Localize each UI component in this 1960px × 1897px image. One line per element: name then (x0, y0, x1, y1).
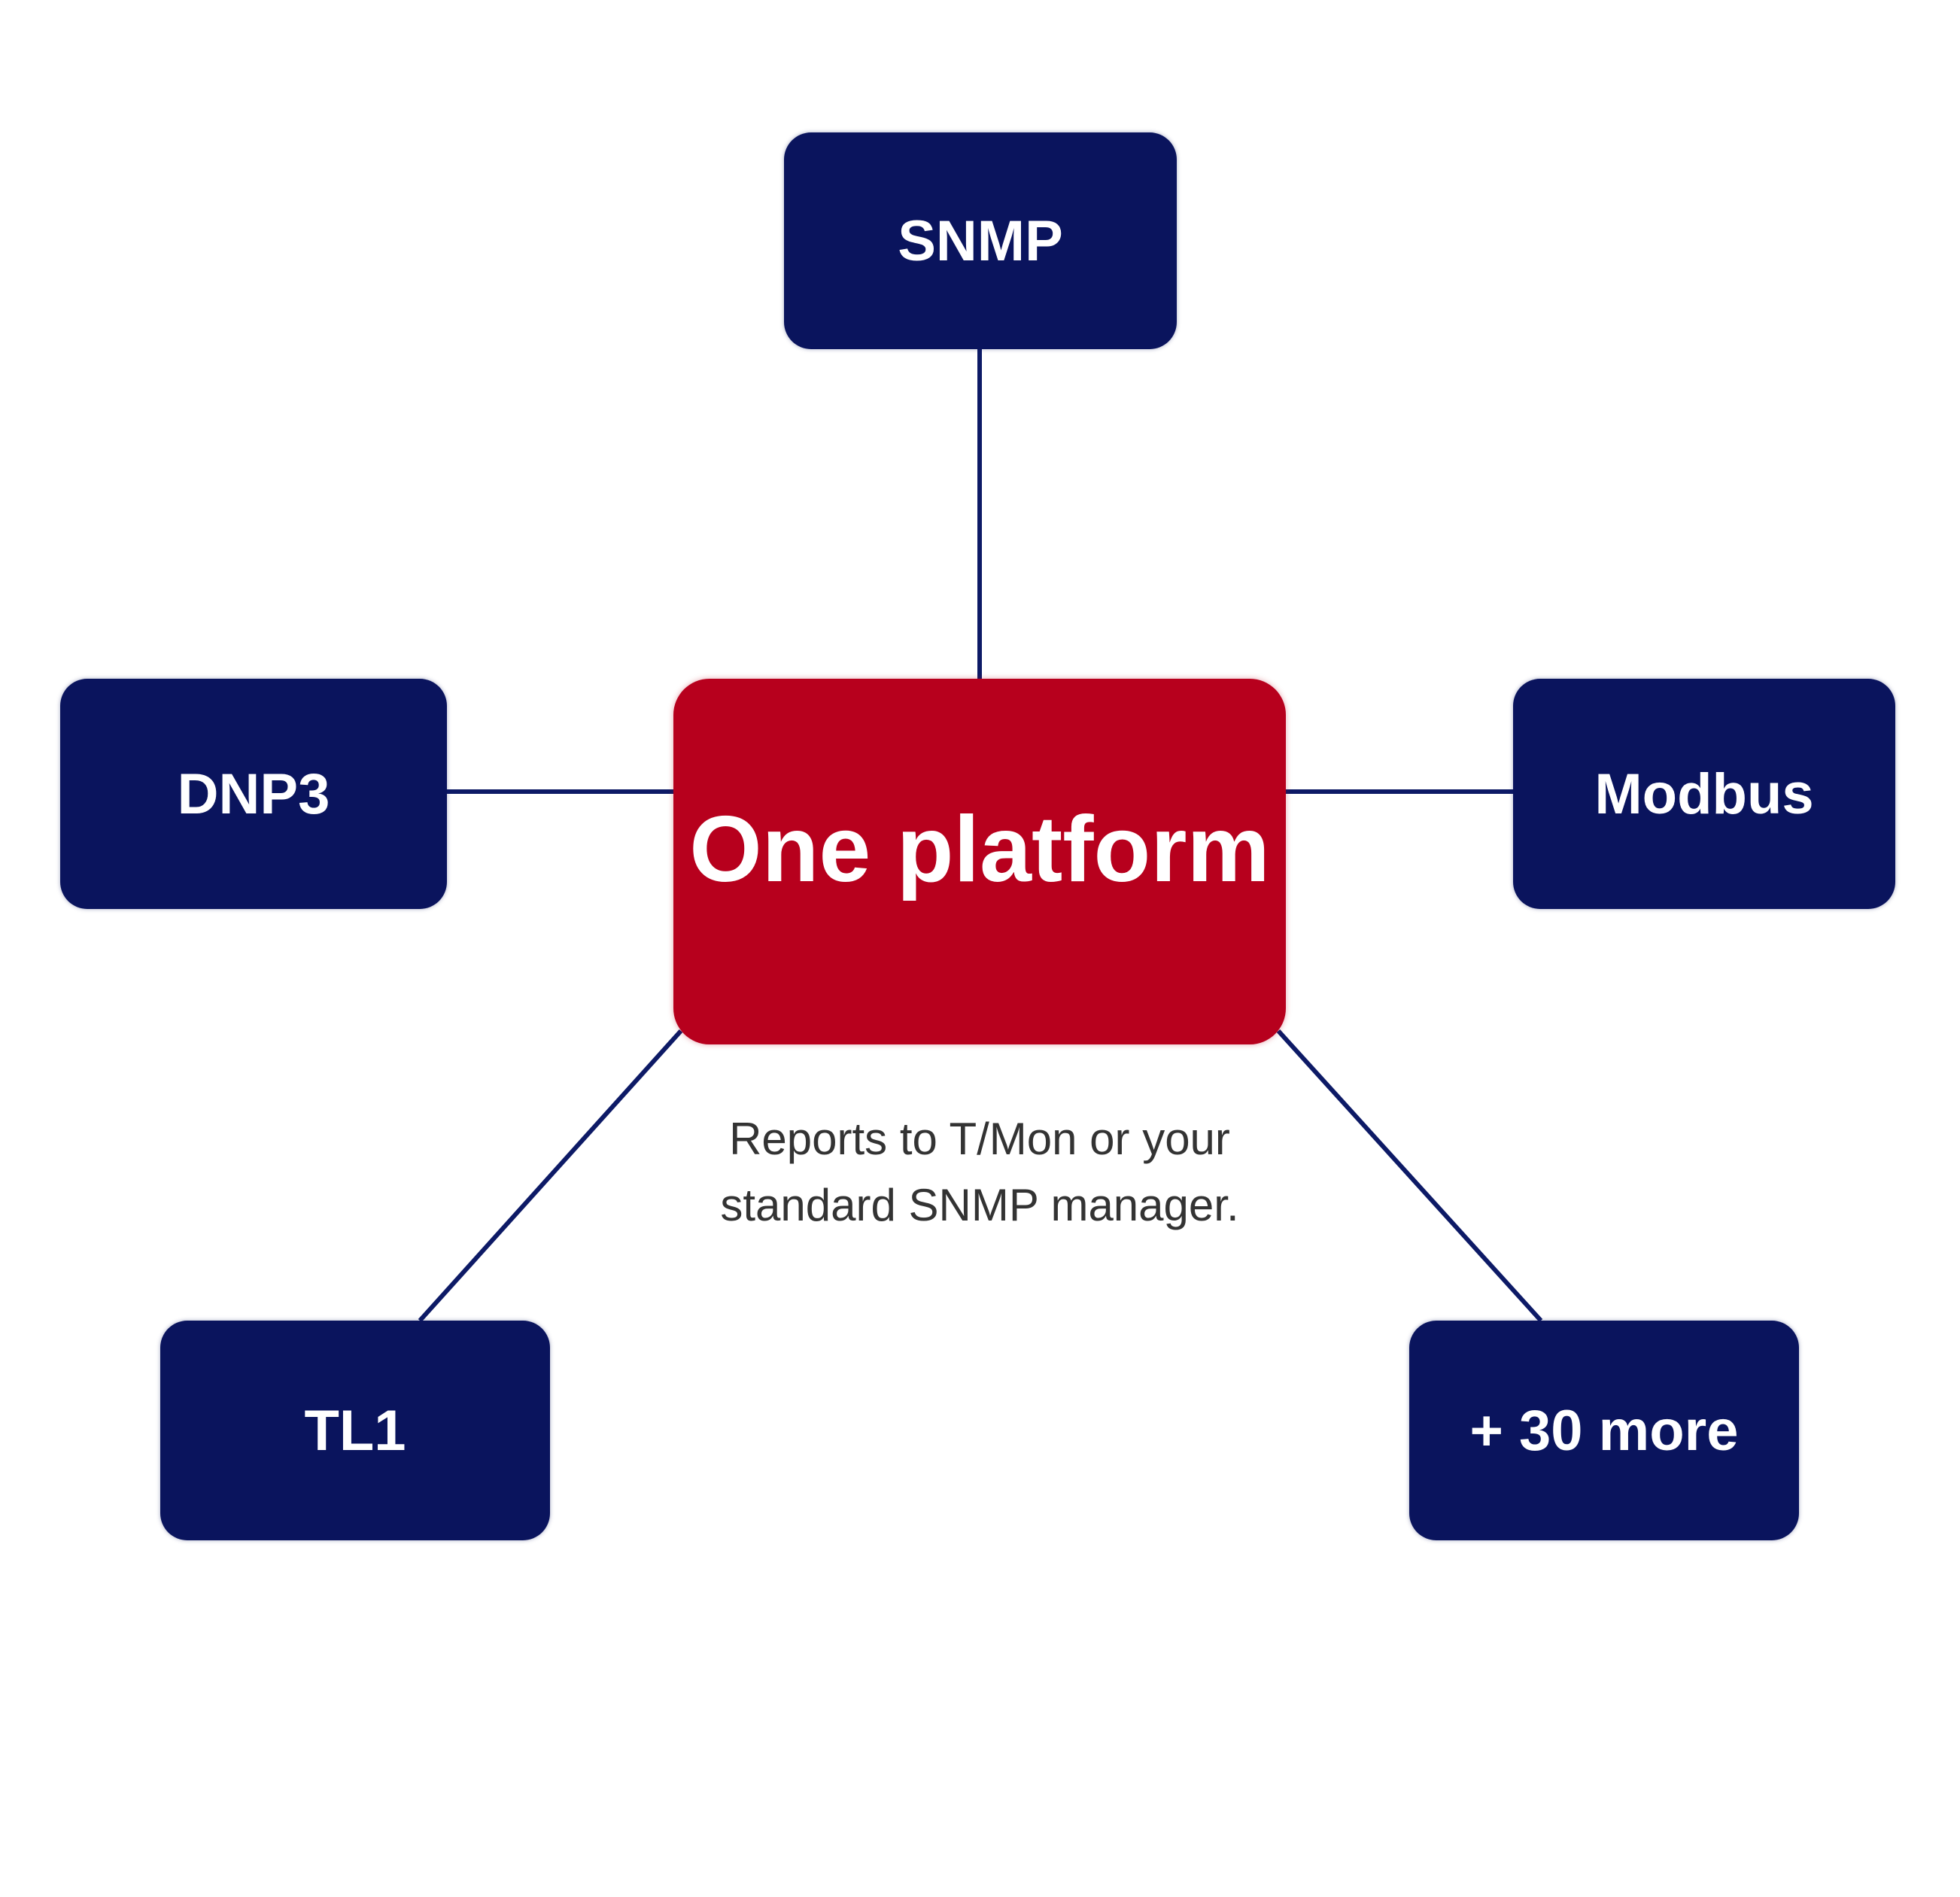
protocol-label-modbus: Modbus (1594, 762, 1814, 826)
connector-hub-more (1276, 1029, 1543, 1323)
caption-line-1: Reports to T/Mon or your (729, 1114, 1230, 1164)
protocol-label-tl1: TL1 (304, 1398, 406, 1463)
protocol-node-tl1: TL1 (160, 1321, 550, 1540)
protocol-node-more: + 30 more (1409, 1321, 1799, 1540)
diagram-caption: Reports to T/Mon or your standard SNMP m… (647, 1106, 1312, 1239)
caption-line-2: standard SNMP manager. (720, 1180, 1239, 1230)
protocol-node-dnp3: DNP3 (60, 679, 447, 909)
protocol-node-modbus: Modbus (1513, 679, 1895, 909)
protocol-label-dnp3: DNP3 (177, 762, 330, 826)
protocol-node-snmp: SNMP (784, 132, 1177, 349)
connector-hub-tl1 (418, 1029, 683, 1323)
hub-node-one-platform: One platform (673, 679, 1286, 1044)
protocol-label-more: + 30 more (1469, 1398, 1739, 1463)
protocol-label-snmp: SNMP (898, 208, 1063, 273)
hub-label: One platform (689, 798, 1270, 901)
